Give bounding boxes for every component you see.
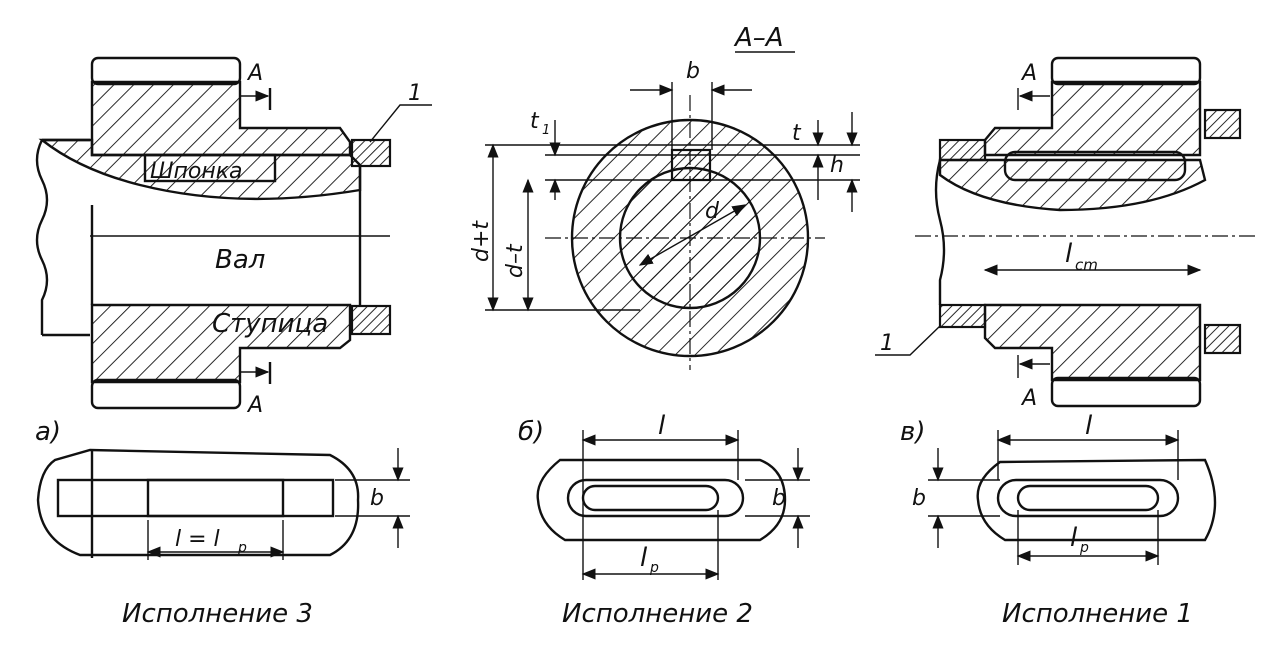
variant-2-key	[581, 484, 720, 512]
variant-3-plan	[36, 448, 410, 560]
ring-1-top	[350, 138, 392, 168]
variant-3-break-outline	[36, 448, 360, 557]
variant-1-slot	[996, 478, 1180, 518]
variant-3-dim-l-subscript: p	[237, 540, 247, 556]
left-callout-number: 1	[408, 81, 422, 106]
dim-d-minus-t-label: d–t	[503, 243, 528, 278]
hub-top-section	[90, 80, 352, 157]
variant-1-dim-b: b	[912, 486, 926, 511]
right-ring-bottom	[938, 303, 987, 329]
right-section-label-top: А	[1020, 61, 1037, 86]
section-title: А–А	[733, 23, 784, 53]
variant-1-dim-lp: l	[1070, 523, 1078, 553]
dim-lcm-subscript: cm	[1075, 256, 1098, 274]
variant-1-dim-lp-subscript: p	[1079, 540, 1089, 556]
variant-1-plan	[928, 430, 1217, 565]
right-nut-top	[1203, 108, 1242, 140]
left-assembly-view	[35, 56, 432, 410]
dim-t1-label: t	[530, 109, 540, 134]
variant-2-plan	[536, 430, 810, 580]
right-hub-bottom-rim	[1050, 376, 1202, 408]
dim-lcm-label: l	[1065, 239, 1073, 269]
shaft-label: Вал	[215, 245, 265, 275]
variant-1-letter: в)	[900, 417, 925, 447]
variant-2-break-outline	[536, 458, 787, 542]
right-assembly-view	[875, 56, 1255, 408]
dim-b-label: b	[686, 59, 700, 84]
right-ring-top	[938, 138, 987, 162]
variant-2-dim-l: l	[658, 411, 666, 441]
center-section-view	[485, 51, 860, 370]
variant-3-dim-b: b	[370, 486, 384, 511]
right-hub-top-section	[983, 80, 1202, 157]
variant-1-dim-l: l	[1085, 411, 1093, 441]
variant-3-caption: Исполнение 3	[122, 599, 313, 629]
dim-h-label: h	[830, 153, 844, 178]
variant-1-key	[1016, 484, 1160, 512]
hub-bottom-rim	[90, 378, 242, 410]
dim-t-label: t	[792, 121, 802, 146]
hub-label: Ступица	[212, 309, 328, 339]
variant-2-slot	[566, 478, 745, 518]
left-section-label-bottom: А	[246, 393, 263, 418]
dim-d-label: d	[705, 199, 720, 224]
variant-2-dim-b: b	[772, 486, 786, 511]
variant-2-caption: Исполнение 2	[562, 599, 753, 629]
right-hub-top-rim	[1050, 56, 1202, 86]
key-label: Шпонка	[150, 159, 243, 184]
left-section-label-top: А	[246, 61, 263, 86]
key-body	[143, 153, 277, 183]
variant-2-dim-lp: l	[640, 543, 648, 573]
right-shaft-break	[934, 159, 946, 305]
variant-2-dim-lp-subscript: p	[649, 560, 659, 576]
variant-1-caption: Исполнение 1	[1002, 599, 1193, 629]
variant-3-dim-l: l = l	[175, 527, 220, 552]
variant-3-keyway	[56, 478, 335, 518]
variant-3-letter: а)	[35, 417, 61, 447]
right-section-label-bottom: А	[1020, 386, 1037, 411]
right-nut-bottom	[1203, 323, 1242, 355]
right-shaft-tear-top	[938, 158, 1207, 212]
dim-t1-subscript: 1	[542, 123, 550, 138]
right-hub-bottom-section	[983, 303, 1202, 382]
right-callout-number: 1	[880, 331, 894, 356]
shaft-break-left	[35, 139, 49, 335]
hub-bottom-section	[90, 303, 352, 384]
hub-top-rim	[90, 56, 242, 86]
right-key-body	[1003, 150, 1187, 182]
dim-d-plus-t-label: d+t	[469, 220, 494, 262]
variant-1-break-outline	[976, 458, 1217, 542]
ring-1-bottom	[350, 304, 392, 336]
variant-3-key	[146, 478, 285, 518]
variant-2-letter: б)	[518, 417, 544, 447]
diameter-d-line	[638, 204, 747, 266]
